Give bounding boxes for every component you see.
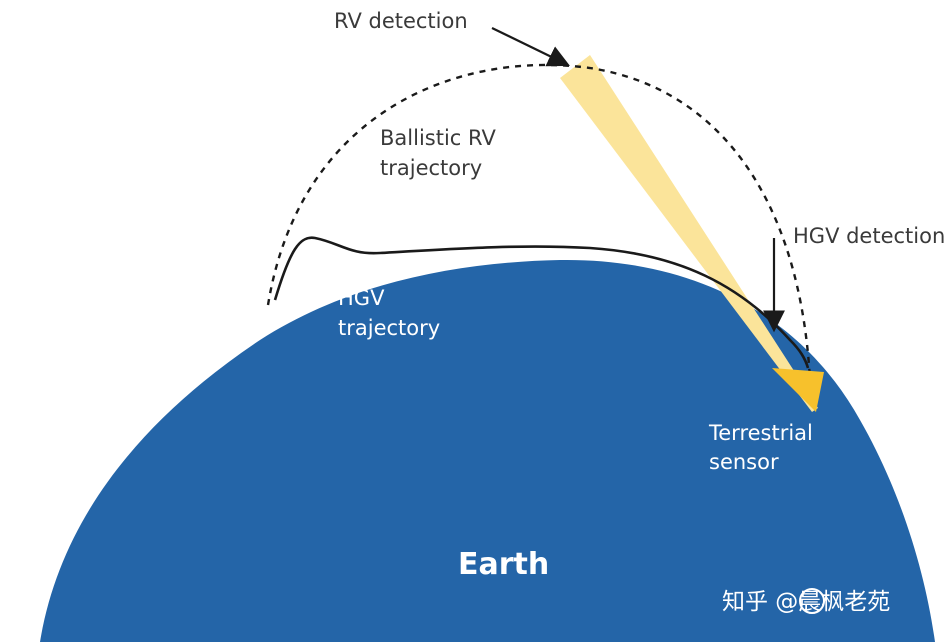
earth <box>40 259 935 642</box>
watermark-text: 知乎 @晨枫老苑 <box>722 589 890 615</box>
terrestrial-sensor-label-line1: Terrestrial <box>708 421 813 445</box>
ballistic-rv-trajectory <box>266 63 812 381</box>
rv-detection-arrow <box>491 27 570 67</box>
ballistic-rv-label-line2: trajectory <box>380 156 482 180</box>
terrestrial-sensor-marker <box>772 368 824 412</box>
terrestrial-sensor-label-line2: sensor <box>709 450 779 474</box>
rv-detection-beam <box>560 55 818 412</box>
ballistic-rv-label-line1: Ballistic RV <box>380 126 496 150</box>
earth-label: Earth <box>458 547 549 582</box>
watermark: 知乎 @晨枫老苑 <box>722 588 890 615</box>
at-icon <box>799 588 825 614</box>
hgv-detection-label: HGV detection <box>793 224 945 248</box>
hgv-trajectory <box>273 236 810 369</box>
hgv-trajectory-label-line2: trajectory <box>338 316 440 340</box>
hgv-trajectory-label-line1: HGV <box>338 286 385 310</box>
rv-detection-label: RV detection <box>334 9 468 33</box>
